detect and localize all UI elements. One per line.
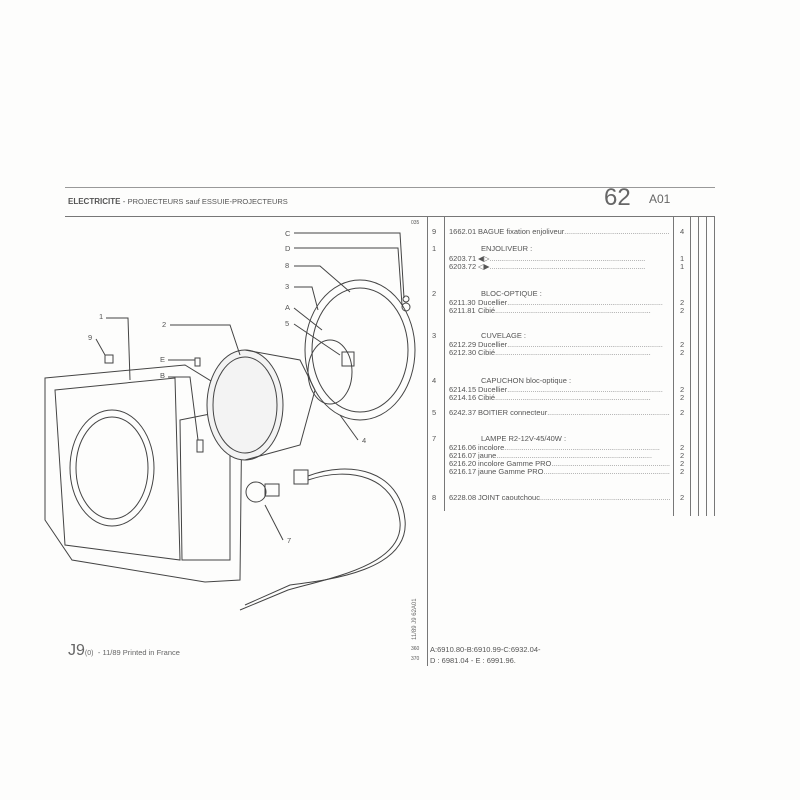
headlamp-surround bbox=[44, 364, 243, 583]
callout-8: 8 bbox=[285, 261, 290, 270]
part-code: 6212.29 bbox=[449, 340, 477, 349]
part-code: 6216.17 bbox=[449, 467, 477, 476]
part-quantity: 2 bbox=[680, 467, 685, 476]
wiring bbox=[244, 468, 406, 606]
callout-7: 7 bbox=[287, 536, 292, 545]
part-description: JOINT caoutchouc........................… bbox=[478, 493, 670, 502]
part-group-heading: LAMPE R2-12V-45/40W : bbox=[481, 434, 567, 443]
margin-code: 370 bbox=[411, 656, 420, 662]
part-description: incolore................................… bbox=[478, 443, 660, 452]
callout-4: 4 bbox=[362, 436, 367, 445]
part-description: BAGUE fixation enjoliveur...............… bbox=[478, 227, 670, 236]
lamp-bulb bbox=[245, 481, 267, 503]
column-divider bbox=[706, 216, 707, 516]
part-code: 6203.72 bbox=[449, 262, 477, 271]
callout-b: B bbox=[160, 371, 166, 380]
part-description: Ducellier...............................… bbox=[478, 385, 663, 394]
part-ref: 9 bbox=[432, 227, 437, 236]
hardware-refs-line2: D : 6981.04 - E : 6991.96. bbox=[430, 656, 516, 665]
callout-3: 3 bbox=[285, 282, 290, 291]
column-divider bbox=[714, 216, 715, 516]
part-code: 6212.30 bbox=[449, 348, 477, 357]
callout-5: 5 bbox=[285, 319, 290, 328]
hardware-refs-line1: A:6910.80-B:6910.99-C:6932.04- bbox=[430, 645, 541, 654]
headlamp-lens bbox=[206, 349, 284, 461]
callout-e: E bbox=[160, 355, 166, 364]
part-code: 6216.20 bbox=[449, 459, 477, 468]
header-rule bbox=[65, 187, 715, 188]
part-quantity: 2 bbox=[680, 408, 685, 417]
footer-edition: J9(0) - 11/89 Printed in France bbox=[68, 642, 180, 659]
part-quantity: 2 bbox=[680, 340, 685, 349]
part-quantity: 2 bbox=[680, 393, 685, 402]
part-description: Ducellier...............................… bbox=[478, 298, 663, 307]
part-quantity: 2 bbox=[680, 298, 685, 307]
part-description: ◀▷......................................… bbox=[478, 254, 646, 263]
part-description: ◁▶......................................… bbox=[478, 262, 646, 271]
part-quantity: 4 bbox=[680, 227, 685, 236]
part-description: jaune...................................… bbox=[478, 451, 652, 460]
part-code: 6216.06 bbox=[449, 443, 477, 452]
part-description: BOITIER connecteur......................… bbox=[478, 408, 670, 417]
callout-1: 1 bbox=[99, 312, 104, 321]
part-code: 6214.16 bbox=[449, 393, 477, 402]
column-divider bbox=[673, 216, 674, 516]
part-description: Ducellier...............................… bbox=[478, 340, 663, 349]
callout-9: 9 bbox=[88, 333, 93, 342]
part-description: Cibié...................................… bbox=[478, 306, 651, 315]
group-number: 62 bbox=[604, 184, 631, 211]
callout-d: D bbox=[285, 244, 291, 253]
part-description: jaune Gamme PRO.........................… bbox=[478, 467, 670, 476]
part-quantity: 2 bbox=[680, 348, 685, 357]
part-group-heading: CUVELAGE : bbox=[481, 331, 527, 340]
column-divider bbox=[427, 216, 428, 666]
part-quantity: 2 bbox=[680, 306, 685, 315]
part-group-heading: CAPUCHON bloc-optique : bbox=[481, 376, 572, 385]
part-code: 6211.81 bbox=[449, 306, 476, 315]
column-divider bbox=[444, 216, 445, 511]
column-divider bbox=[698, 216, 699, 516]
column-divider bbox=[690, 216, 691, 516]
part-ref: 8 bbox=[432, 493, 437, 502]
part-code: 6242.37 bbox=[449, 408, 477, 417]
part-code: 6228.08 bbox=[449, 493, 477, 502]
part-ref: 2 bbox=[432, 289, 437, 298]
part-ref: 5 bbox=[432, 408, 437, 417]
part-quantity: 1 bbox=[680, 254, 685, 263]
part-group-heading: BLOC-OPTIQUE : bbox=[481, 289, 542, 298]
part-ref: 7 bbox=[432, 434, 437, 443]
part-description: Cibié...................................… bbox=[478, 348, 651, 357]
connector-box bbox=[341, 351, 355, 367]
part-ref: 3 bbox=[432, 331, 437, 340]
part-code: 6216.07 bbox=[449, 451, 477, 460]
part-code: 6214.15 bbox=[449, 385, 477, 394]
margin-code: 035 bbox=[411, 220, 420, 226]
table-top-rule bbox=[65, 216, 715, 217]
part-code: 1662.01 bbox=[449, 227, 477, 236]
part-code: 6203.71 bbox=[449, 254, 477, 263]
part-group-heading: ENJOLIVEUR : bbox=[481, 244, 533, 253]
part-quantity: 1 bbox=[680, 262, 685, 271]
page-title: ELECTRICITE - PROJECTEURS sauf ESSUIE-PR… bbox=[68, 197, 288, 206]
part-ref: 1 bbox=[432, 244, 437, 253]
part-ref: 4 bbox=[432, 376, 437, 385]
part-description: Cibié...................................… bbox=[478, 393, 651, 402]
callout-c: C bbox=[285, 229, 291, 238]
part-quantity: 2 bbox=[680, 493, 685, 502]
part-quantity: 2 bbox=[680, 459, 685, 468]
part-description: incolore Gamme PRO......................… bbox=[478, 459, 670, 468]
part-quantity: 2 bbox=[680, 443, 685, 452]
part-quantity: 2 bbox=[680, 451, 685, 460]
headlamp-bowl bbox=[304, 279, 416, 421]
callout-a: A bbox=[285, 303, 291, 312]
plate-number: A01 bbox=[649, 192, 671, 206]
margin-code: 360 bbox=[411, 646, 420, 652]
callout-2: 2 bbox=[162, 320, 167, 329]
part-quantity: 2 bbox=[680, 385, 685, 394]
part-code: 6211.30 bbox=[449, 298, 476, 307]
